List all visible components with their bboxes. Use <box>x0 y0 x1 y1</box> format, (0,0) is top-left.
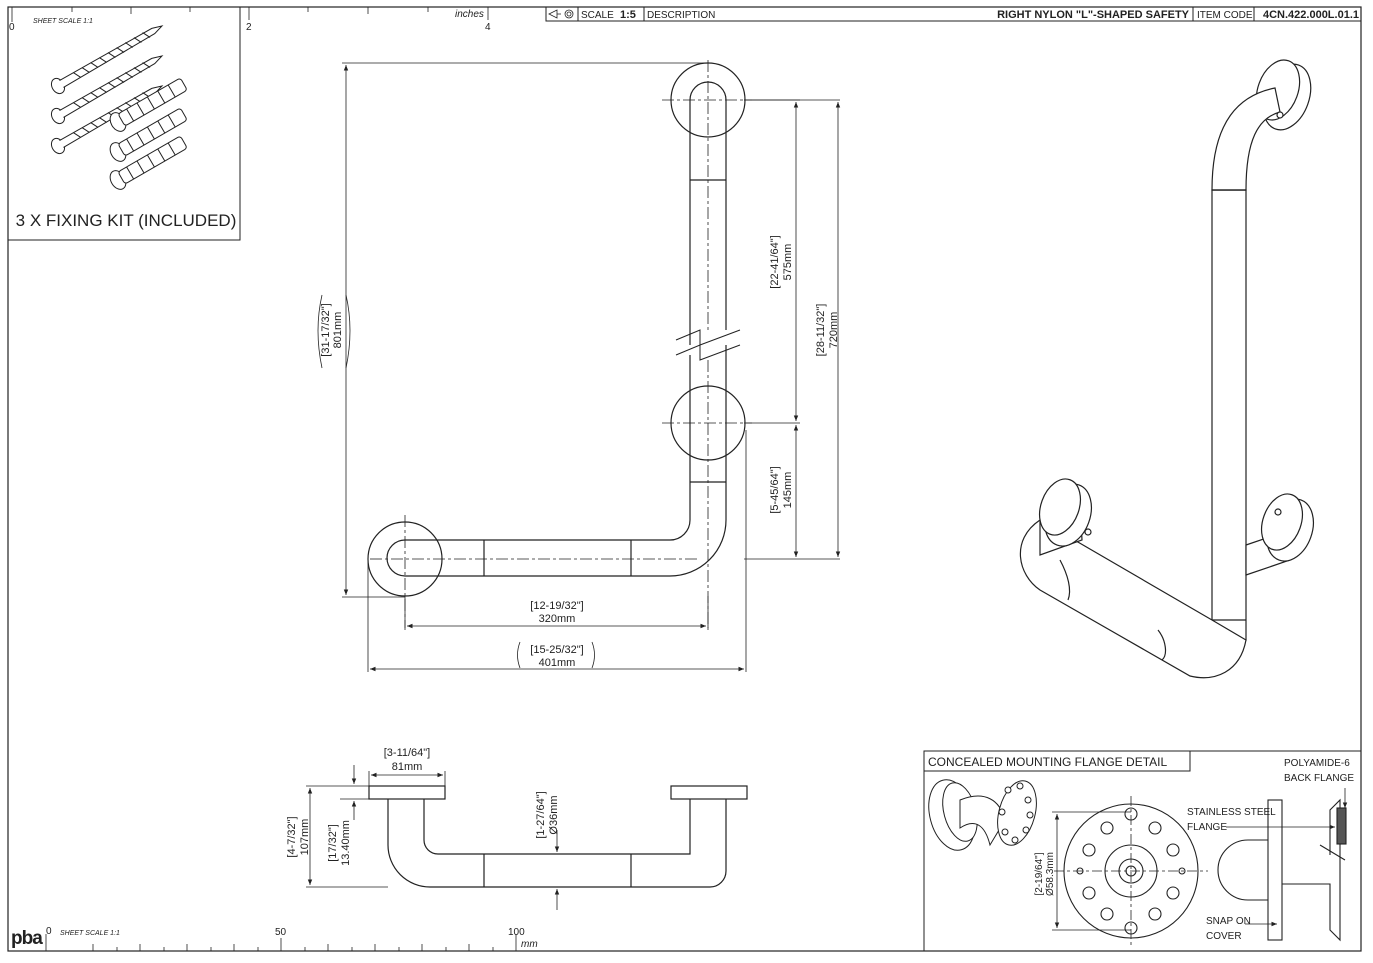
dim-overall-height-in: [31-17/32"] <box>320 303 332 356</box>
dim-flange-dia-in: [3-11/64"] <box>384 747 431 759</box>
flange-section-view <box>1217 798 1347 942</box>
flange-dimension-lines <box>1052 811 1131 931</box>
dim-flange-face-in: [2-19/64"] <box>1034 852 1045 895</box>
front-view-dimension-lines <box>342 62 841 672</box>
dim-total-height-in: [28-11/32"] <box>815 304 827 357</box>
label-polyamide-line2: BACK FLANGE <box>1284 773 1354 784</box>
dim-inner-width-in: [12-19/32"] <box>530 600 583 612</box>
mm-ruler-scale: SHEET SCALE 1:1 <box>60 930 120 937</box>
inch-ruler-scale: SHEET SCALE 1:1 <box>33 18 93 25</box>
mm-tick-100: 100 <box>508 927 525 938</box>
label-steel-line2: FLANGE <box>1187 822 1227 833</box>
dim-flange-face-mm: Ø58.3mm <box>1045 852 1056 896</box>
flange-centerlines <box>1054 796 1208 946</box>
mm-tick-0: 0 <box>46 926 52 937</box>
front-view-brackets <box>317 294 595 669</box>
flange-leader-lines <box>1226 788 1348 927</box>
dim-lower-height-in: [5-45/64"] <box>769 466 781 513</box>
label-snap-line1: SNAP ON <box>1206 916 1251 927</box>
item-code-label: ITEM CODE <box>1197 10 1253 21</box>
dim-overall-height-mm: 801mm <box>332 312 344 349</box>
mm-tick-50: 50 <box>275 927 287 938</box>
mm-unit-label: mm <box>521 939 538 950</box>
side-view-bar <box>368 785 748 888</box>
front-view-bar <box>367 62 746 597</box>
scale-value: 1:5 <box>620 9 636 21</box>
description-value: RIGHT NYLON "L"-SHAPED SAFETY <box>997 9 1190 21</box>
label-polyamide-line1: POLYAMIDE-6 <box>1284 758 1350 769</box>
inch-tick-0: 0 <box>9 22 15 33</box>
fixing-kit-caption: 3 X FIXING KIT (INCLUDED) <box>16 211 237 230</box>
inch-unit-label: inches <box>455 9 484 20</box>
dim-inner-width-mm: 320mm <box>539 613 576 625</box>
item-code-value: 4CN.422.000L.01.1 <box>1263 9 1359 21</box>
wall-plug-icons <box>109 78 187 190</box>
dim-total-height-mm: 720mm <box>828 312 840 349</box>
dim-overall-width-mm: 401mm <box>539 657 576 669</box>
mm-ruler <box>8 934 520 952</box>
side-view-dimension-lines <box>306 765 560 910</box>
dim-flange-thk-in: [17/32"] <box>327 824 339 862</box>
dim-upper-height-mm: 575mm <box>782 244 794 281</box>
scale-label: SCALE <box>581 10 614 21</box>
dim-tube-dia-mm: Ø36mm <box>548 795 560 834</box>
inch-tick-2: 2 <box>246 22 252 33</box>
front-view-centerlines <box>370 60 752 628</box>
flange-detail-title-box <box>923 750 1191 772</box>
pba-logo: pba <box>11 928 43 949</box>
flange-exploded-icon <box>928 779 1037 851</box>
dim-projection-in: [4-7/32"] <box>286 816 298 857</box>
label-steel-line1: STAINLESS STEEL <box>1187 807 1276 818</box>
projection-symbol-icon <box>548 9 574 19</box>
dim-upper-height-in: [22-41/64"] <box>769 235 781 288</box>
label-snap-line2: COVER <box>1206 931 1242 942</box>
dim-lower-height-mm: 145mm <box>782 472 794 509</box>
flange-detail-title: CONCEALED MOUNTING FLANGE DETAIL <box>928 755 1167 769</box>
dim-flange-dia-mm: 81mm <box>392 761 423 773</box>
dim-overall-width-in: [15-25/32"] <box>530 644 583 656</box>
fixing-kit-box <box>7 6 241 241</box>
dim-projection-mm: 107mm <box>299 819 311 856</box>
title-block <box>545 6 1362 22</box>
description-label: DESCRIPTION <box>647 10 715 21</box>
dim-tube-dia-in: [1-27/64"] <box>535 791 547 838</box>
dim-flange-thk-mm: 13.40mm <box>340 820 352 866</box>
isometric-view-bar <box>1019 59 1314 679</box>
inch-tick-4: 4 <box>485 22 491 33</box>
